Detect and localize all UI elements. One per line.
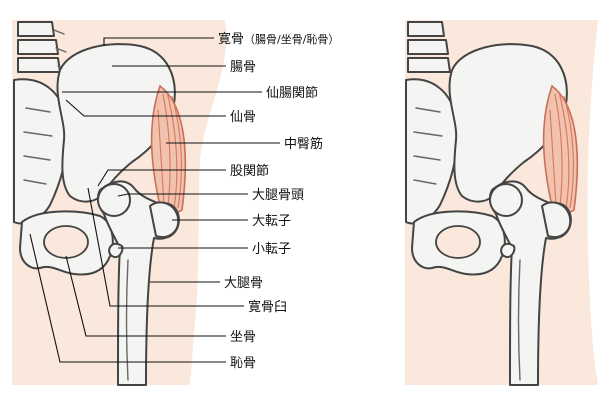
left-figure: [12, 20, 227, 386]
right-gluteus-medius: [542, 84, 579, 214]
label-femur: 大腿骨: [224, 276, 263, 291]
right-figure: [405, 20, 598, 386]
label-hip-joint: 股関節: [230, 164, 269, 179]
leader-ischium: [65, 255, 226, 337]
leader-acetabulum: [87, 187, 244, 307]
right-ilium: [448, 43, 568, 203]
leader-sacrum: [65, 99, 226, 117]
label-femoral-head: 大腿骨頭: [252, 188, 304, 203]
label-acetabulum: 寛骨臼: [248, 299, 287, 315]
labels: 寛骨（腸骨/坐骨/恥骨） 腸骨 仙腸関節 仙骨 中臀筋 股関節 大腿骨頭 大転子…: [218, 31, 339, 371]
label-pubis: 恥骨: [230, 356, 256, 371]
label-lesser-trochanter: 小転子: [252, 242, 291, 257]
left-gluteus-medius: [150, 84, 187, 214]
leader-femoral-head: [117, 193, 248, 197]
leader-hip-joint: [97, 169, 226, 187]
label-coxal-bone-detail: （腸骨/坐骨/恥骨）: [244, 33, 339, 46]
label-greater-trochanter: 大転子: [252, 214, 291, 229]
right-spine: [407, 21, 451, 73]
leader-coxal-bone: [103, 37, 214, 46]
label-coxal-bone-main: 寛骨: [218, 31, 244, 47]
label-gluteus-medius: 中臀筋: [284, 136, 323, 152]
label-ilium: 腸骨: [230, 60, 256, 75]
label-sacrum: 仙骨: [230, 110, 256, 125]
left-ilium: [56, 43, 176, 203]
label-coxal-bone: 寛骨（腸骨/坐骨/恥骨）: [218, 31, 339, 47]
leader-lines: [29, 37, 280, 363]
label-sacroiliac-joint: 仙腸関節: [266, 86, 318, 101]
label-ischium: 坐骨: [230, 330, 256, 345]
leader-pubis: [29, 233, 226, 363]
